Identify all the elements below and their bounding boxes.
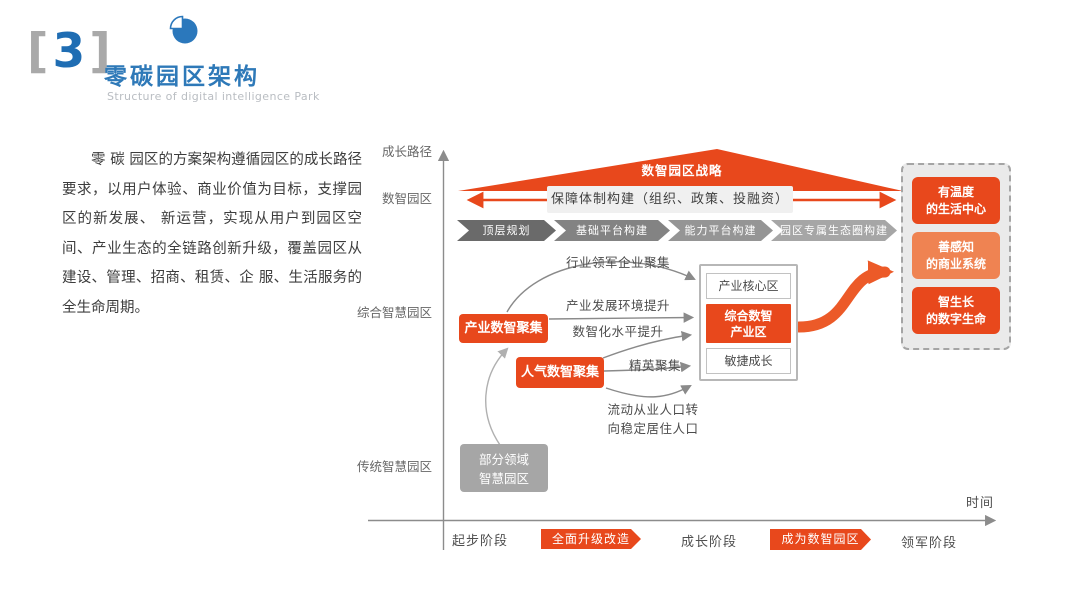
industry-cluster-box: 产业数智聚集 <box>459 314 548 343</box>
index-number: 3 <box>52 24 87 79</box>
outcome-business-system-line2: 的商业系统 <box>925 257 986 271</box>
flow-label-industry-leader: 行业领军企业聚集 <box>565 255 670 270</box>
arrow-elite <box>603 361 692 373</box>
integrated-digital-zone-line2: 产业区 <box>730 325 767 339</box>
arrow-legacy-upgrade <box>485 347 509 446</box>
flow-label-environment: 产业发展环境提升 <box>565 298 670 313</box>
arrow-industry-leader <box>506 261 696 313</box>
pie-chart-icon <box>169 15 198 44</box>
flow-label-population-line1: 流动从业人口转 <box>607 402 699 417</box>
outcome-digital-life-line1: 智生长 <box>937 295 974 309</box>
flow-label-population: 流动从业人口转 向稳定居住人口 <box>583 400 723 438</box>
step-ecosystem: 园区专属生态圈构建 <box>771 220 897 241</box>
stage-growth: 成长阶段 <box>681 535 738 550</box>
y-axis-label-integrated-smart-park: 综合智慧园区 <box>356 305 432 320</box>
industry-core-zone: 产业核心区 <box>706 273 791 299</box>
y-axis-label-growth-path: 成长路径 <box>381 144 432 159</box>
outcome-life-center: 有温度 的生活中心 <box>912 177 1000 224</box>
zone-stack: 产业核心区 综合数智 产业区 敏捷成长 <box>699 264 798 381</box>
flow-label-elite: 精英聚集 <box>628 358 681 373</box>
page-title: 零碳园区架构 <box>104 64 260 90</box>
strategy-roof-label: 数智园区战略 <box>641 163 723 178</box>
page-subtitle: Structure of digital intelligence Park <box>107 90 320 103</box>
integrated-digital-zone-line1: 综合数智 <box>724 309 773 323</box>
outcome-business-system-line1: 善感知 <box>937 240 974 254</box>
flow-label-population-line2: 向稳定居住人口 <box>607 421 699 436</box>
outcome-life-center-line2: 的生活中心 <box>925 202 986 216</box>
flow-label-digital-level: 数智化水平提升 <box>572 324 664 339</box>
arrow-population <box>605 384 692 398</box>
stage-become-digital-chevron: 成为数智园区 <box>770 529 871 550</box>
index-bracket-left: [ <box>27 24 50 79</box>
legacy-park-line2: 智慧园区 <box>478 471 529 486</box>
arrow-digital-level <box>602 330 693 359</box>
stage-upgrade-chevron: 全面升级改造 <box>541 529 641 549</box>
outcomes-panel: 有温度 的生活中心 善感知 的商业系统 智生长 的数字生命 <box>901 163 1011 350</box>
stage-startup: 起步阶段 <box>452 534 509 549</box>
strategy-roof-shape <box>458 149 903 191</box>
integrated-digital-zone: 综合数智 产业区 <box>706 304 791 343</box>
outcome-business-system: 善感知 的商业系统 <box>912 232 1000 279</box>
outcome-digital-life: 智生长 的数字生命 <box>912 287 1000 334</box>
step-capability-platform: 能力平台构建 <box>668 220 773 241</box>
y-axis-label-traditional-smart-park: 传统智慧园区 <box>356 459 432 474</box>
index-bracket-right: ] <box>89 24 112 79</box>
step-top-level-planning: 顶层规划 <box>457 220 556 241</box>
stage-leading: 领军阶段 <box>901 536 958 551</box>
intro-paragraph: 零 碳 园区的方案架构遵循园区的成长路径要求，以用户体验、商业价值为目标，支撑园… <box>62 152 362 316</box>
outcome-life-center-line1: 有温度 <box>937 185 974 199</box>
y-axis-label-digital-park: 数智园区 <box>381 191 432 206</box>
agile-growth-zone: 敏捷成长 <box>706 348 791 374</box>
section-index: [3] <box>27 26 112 78</box>
legacy-park-box: 部分领域 智慧园区 <box>460 444 548 492</box>
outcome-digital-life-line2: 的数字生命 <box>925 312 986 326</box>
arrow-to-outcomes <box>793 260 894 333</box>
time-axis-label: 时间 <box>966 496 995 511</box>
people-cluster-box: 人气数智聚集 <box>516 357 604 388</box>
arrow-environment <box>548 312 695 323</box>
legacy-park-line1: 部分领域 <box>478 452 529 467</box>
step-base-platform: 基础平台构建 <box>554 220 670 241</box>
guarantee-bar: 保障体制构建（组织、政策、投融资） <box>547 186 793 213</box>
